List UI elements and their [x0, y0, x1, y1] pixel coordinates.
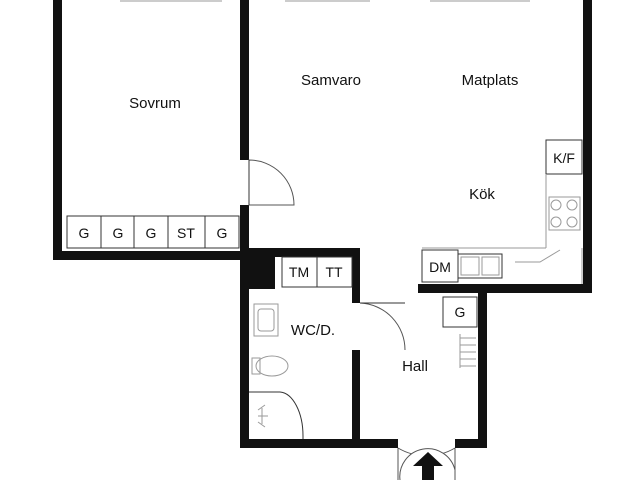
kitchen-counter: [421, 139, 583, 284]
entrance-arrow-icon: [413, 452, 443, 480]
washing-machine-label: TM: [289, 264, 309, 280]
stairs-icon: [459, 334, 476, 368]
hall-wardrobe-label: G: [455, 304, 466, 320]
room-label-hall: Hall: [402, 358, 428, 375]
room-label-sovrum: Sovrum: [129, 95, 181, 112]
room-label-samvaro: Samvaro: [301, 72, 361, 89]
wardrobe-label: G: [217, 225, 228, 241]
bedroom-door: [248, 159, 295, 206]
walls: [53, 0, 592, 448]
bathroom-fixtures: [249, 256, 353, 439]
shower-icon: [249, 391, 304, 439]
wardrobe-label: ST: [177, 225, 195, 241]
bedroom-wardrobes: [66, 215, 240, 249]
wardrobe-label: G: [146, 225, 157, 241]
fridge-freezer-label: K/F: [553, 150, 575, 166]
hall-wardrobe: [442, 296, 478, 368]
hob-icon: [548, 196, 581, 231]
room-label-kok: Kök: [469, 186, 495, 203]
dryer-label: TT: [325, 264, 343, 280]
room-label-matplats: Matplats: [462, 72, 519, 89]
washbasin-icon: [253, 303, 279, 337]
wardrobe-label: G: [113, 225, 124, 241]
room-label-wc: WC/D.: [291, 322, 335, 339]
dishwasher-label: DM: [429, 259, 451, 275]
toilet-icon: [251, 355, 289, 377]
bathroom-door: [359, 302, 406, 351]
wardrobe-label: G: [79, 225, 90, 241]
